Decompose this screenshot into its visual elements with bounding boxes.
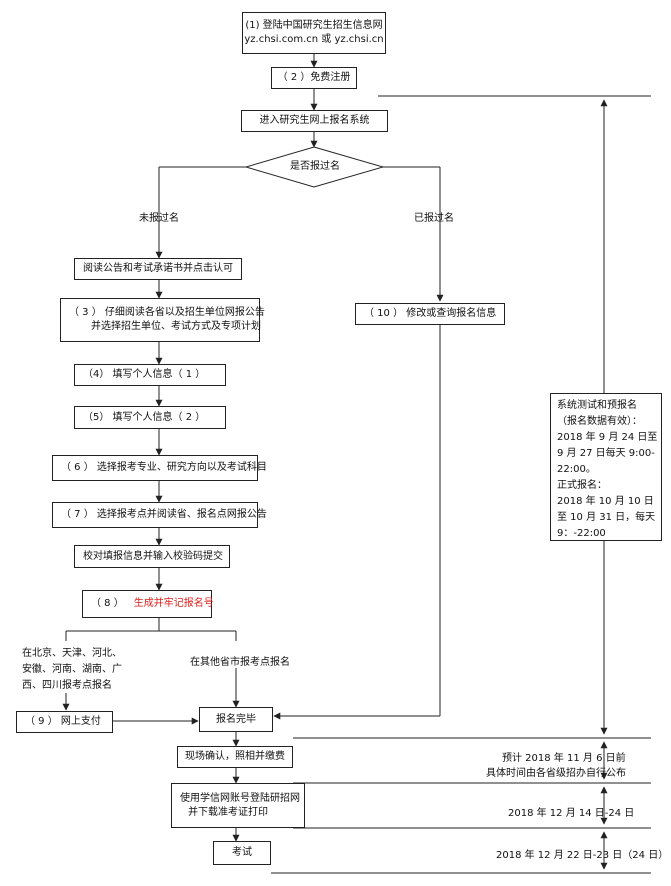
read-announcement-label: 阅读公告和考试承诺书并点击认可 [83,263,233,274]
step-1-line2: yz.chsi.com.cn 或 yz.chsi.cn [244,34,384,45]
timeline-onsite-date-1: 预计 2018 年 11 月 6 日前 [502,753,626,764]
region-list-text: 在北京、天津、河北、 安徽、河南、湖南、广 西、四川报考点报名 [22,646,122,694]
region-line-2: 安徽、河南、湖南、广 [22,664,122,675]
step-10-box: （ 10 ） 修改或查询报名信息 [355,303,505,325]
step-4-box: （4） 填写个人信息（ 1 ） [74,364,226,386]
registration-schedule-note: 系统测试和预报名 （报名数据有效）： 2018 年 9 月 24 日至 9 月 … [550,393,662,541]
note-line-6: 正式报名： [557,480,607,491]
step-2-label: （ 2 ）免费注册 [277,72,351,83]
enter-system-label: 进入研究生网上报名系统 [259,115,370,126]
exam-box: 考试 [213,841,271,865]
step-2-register-box: （ 2 ）免费注册 [271,67,357,89]
step-8-box: （ 8 ） 生成并牢记报名号 [82,590,214,618]
verify-submit-label: 校对填报信息并输入校验码提交 [83,550,223,562]
step-7-box: （ 7 ） 选择报考点并阅读省、报名点网报公告 [52,502,267,528]
timeline-download-date: 2018 年 12 月 14 日-24 日 [508,808,635,819]
step-9-box: （ 9 ） 网上支付 [16,711,113,733]
decision-label: 是否报过名 [290,161,340,172]
download-line2: 并下载准考证打印 [188,806,268,818]
note-line-2: （报名数据有效）： [557,416,642,427]
onsite-confirm-label: 现场确认，照相并缴费 [185,751,285,762]
exam-label: 考试 [232,847,252,858]
step-7-label: （ 7 ） 选择报考点并阅读省、报名点网报公告 [61,509,267,520]
step-9-label: （ 9 ） 网上支付 [25,716,101,727]
download-ticket-box: 使用学信网账号登陆研招网 并下载准考证打印 [171,783,305,828]
other-region-text: 在其他省市报考点报名 [190,657,290,668]
step-8-number: （ 8 ） [91,598,124,609]
region-line-1: 在北京、天津、河北、 [22,648,122,659]
step-8-label: 生成并牢记报名号 [133,598,214,609]
region-line-3: 西、四川报考点报名 [22,680,112,691]
step-10-label: （ 10 ） 修改或查询报名信息 [364,308,497,319]
step-5-label: （5） 填写个人信息（ 2 ） [83,411,206,423]
step-4-label: （4） 填写个人信息（ 1 ） [83,369,206,380]
enter-system-box: 进入研究生网上报名系统 [241,110,388,132]
read-announcement-box: 阅读公告和考试承诺书并点击认可 [74,258,242,280]
step-3-box: （ 3 ） 仔细阅读各省以及招生单位网报公告 并选择招生单位、考试方式及专项计划 [60,298,265,342]
note-line-1: 系统测试和预报名 [557,400,637,411]
note-line-4: 9 月 27 日每天 9:00- [557,448,655,459]
note-line-5: 22:00。 [557,464,596,475]
decision-diamond [244,146,385,188]
step-6-label: （ 6 ） 选择报考专业、研究方向以及考试科目 [61,462,267,473]
note-line-7: 2018 年 10 月 10 日 [557,496,654,507]
step-1-login-box: (1) 登陆中国研究生招生信息网 yz.chsi.com.cn 或 yz.chs… [242,12,386,54]
registration-done-label: 报名完毕 [216,713,256,725]
timeline-onsite-date-2: 具体时间由各省级招办自行公布 [486,768,626,779]
note-line-3: 2018 年 9 月 24 日至 [557,432,658,443]
step-5-box: （5） 填写个人信息（ 2 ） [74,406,226,429]
step-3-line1: （ 3 ） 仔细阅读各省以及招生单位网报公告 [69,307,265,318]
branch-registered-label: 已报过名 [414,213,454,224]
download-line1: 使用学信网账号登陆研招网 [180,792,300,804]
step-1-line1: (1) 登陆中国研究生招生信息网 [245,20,383,31]
registration-done-box: 报名完毕 [199,707,273,732]
timeline-exam-date: 2018 年 12 月 22 日-23 日（24 日） [496,850,669,861]
step-3-line2: 并选择招生单位、考试方式及专项计划 [91,321,261,332]
note-line-8: 至 10 月 31 日，每天 [557,512,656,523]
branch-not-registered-label: 未报过名 [139,213,179,224]
verify-submit-box: 校对填报信息并输入校验码提交 [74,545,230,568]
step-6-box: （ 6 ） 选择报考专业、研究方向以及考试科目 [52,455,267,481]
onsite-confirm-box: 现场确认，照相并缴费 [177,746,293,768]
note-line-9: 9：-22:00 [557,528,606,539]
